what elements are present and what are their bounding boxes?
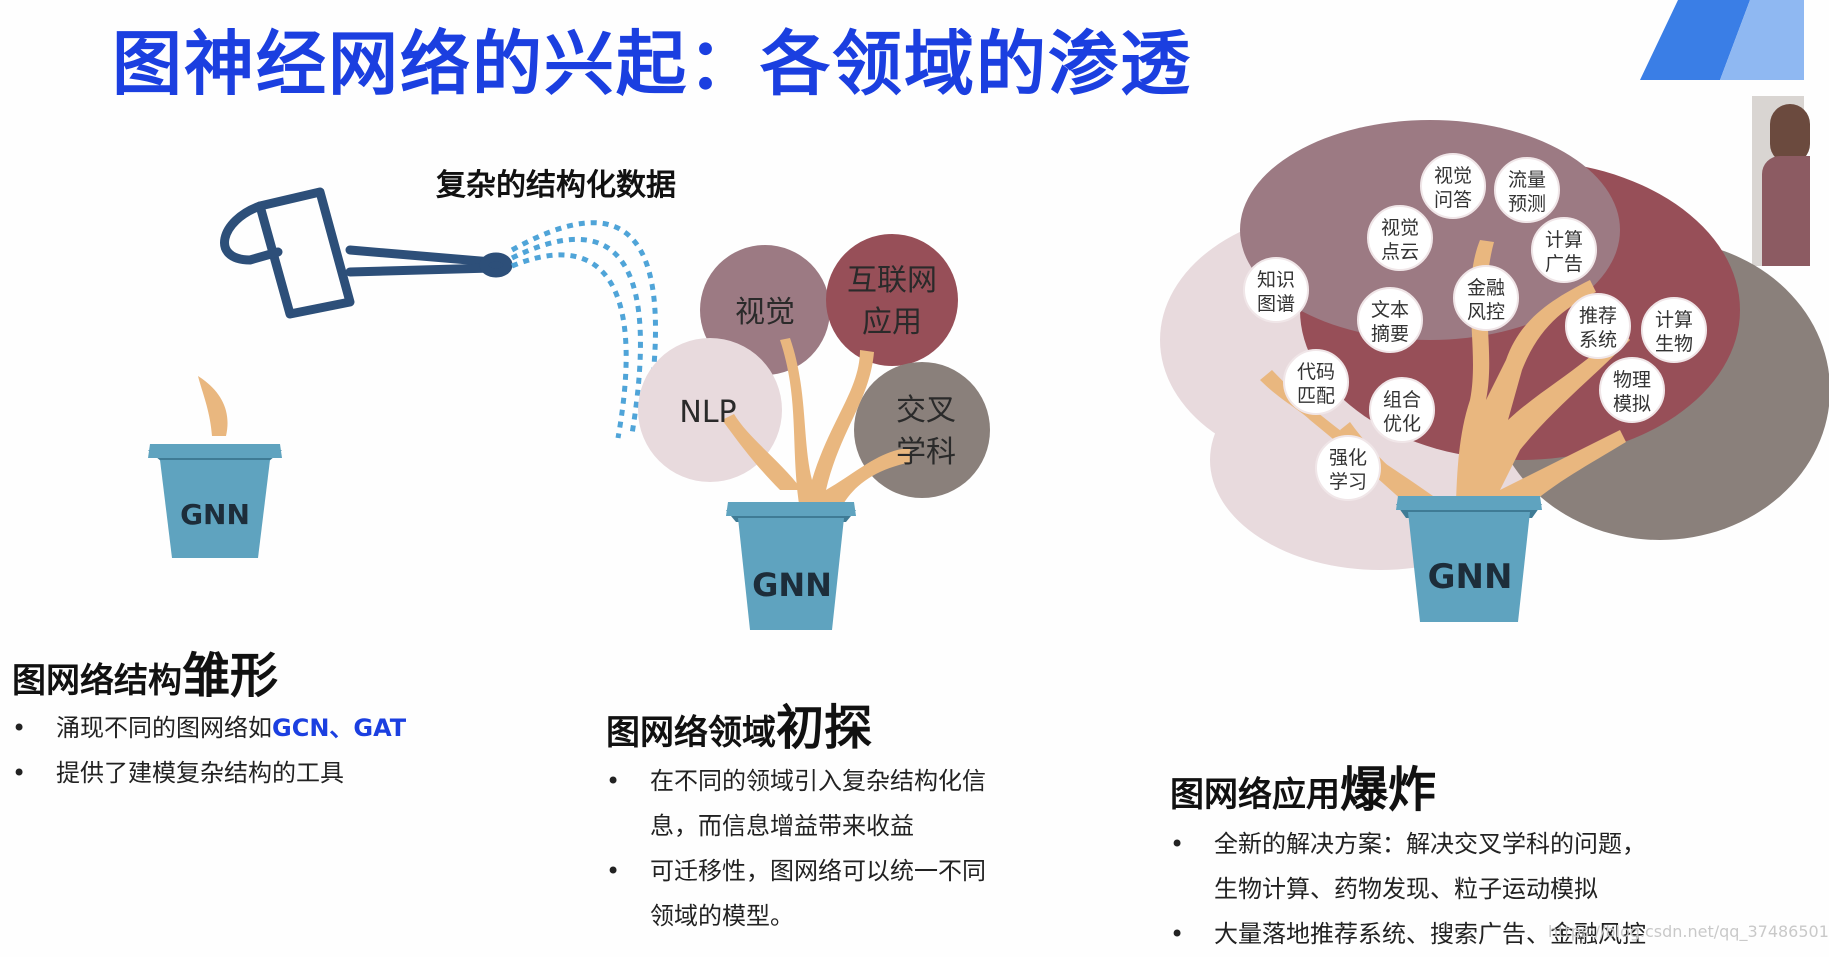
- big-tree-node-label: 物理: [1613, 369, 1651, 391]
- big-tree-node-label: 推荐: [1579, 305, 1617, 327]
- big-tree-node-label: 问答: [1434, 189, 1472, 211]
- medium-tree-cross-1: 交叉: [896, 393, 956, 428]
- big-tree-node-label: 广告: [1545, 253, 1583, 275]
- bullet-line-1: 可迁移性，图网络可以统一不同: [650, 857, 986, 885]
- medium-tree-cross-2: 学科: [896, 435, 956, 470]
- section-prototype-heading-big: 雏形: [182, 648, 279, 704]
- watering-can-icon: [220, 187, 513, 319]
- big-tree-node-label: 生物: [1655, 333, 1693, 355]
- bullet-line-2: 领域的模型。: [650, 902, 794, 930]
- big-tree-node-label: 学习: [1329, 471, 1367, 493]
- big-tree-node-label: 流量: [1508, 169, 1546, 191]
- list-item: 涌现不同的图网络如GCN、GAT: [12, 706, 406, 751]
- water-stream-icon: [510, 220, 659, 439]
- section-explore-heading-big: 初探: [776, 700, 873, 756]
- circle-internet: [826, 234, 958, 366]
- bullet-highlight: GCN、GAT: [272, 714, 407, 742]
- list-item: 提供了建模复杂结构的工具: [12, 751, 406, 796]
- big-tree-node-label: 模拟: [1613, 393, 1651, 415]
- bullet-line-1: 全新的解决方案：解决交叉学科的问题，: [1214, 830, 1646, 858]
- bullet-text: 提供了建模复杂结构的工具: [56, 759, 344, 787]
- big-tree-node-label: 预测: [1508, 193, 1546, 215]
- big-tree-node-label: 匹配: [1297, 385, 1335, 407]
- big-tree-node-label: 组合: [1383, 389, 1421, 411]
- big-tree-node-label: 计算: [1545, 229, 1583, 251]
- big-tree-node-label: 视觉: [1434, 165, 1472, 187]
- watering-can-illustration: [220, 187, 659, 439]
- big-tree-node: 推荐系统: [1565, 293, 1631, 359]
- big-tree-node-label: 计算: [1655, 309, 1693, 331]
- big-tree-node-label: 文本: [1371, 299, 1409, 321]
- section-explore-heading: 图网络领域初探: [606, 688, 872, 758]
- big-tree-node-label: 点云: [1381, 241, 1419, 263]
- sprout-pot-illustration: GNN: [148, 376, 282, 558]
- bullet-line-1: 大量落地推荐系统、搜索广告、金融风控: [1214, 920, 1646, 948]
- list-item: 全新的解决方案：解决交叉学科的问题， 生物计算、药物发现、粒子运动模拟: [1170, 822, 1646, 912]
- big-tree-node-label: 系统: [1579, 329, 1617, 351]
- big-tree-node-label: 知识: [1257, 269, 1295, 291]
- bullet-line-2: 息，而信息增益带来收益: [650, 812, 914, 840]
- corner-decoration: [1640, 0, 1804, 80]
- section-explosion-heading-small: 图网络应用: [1170, 775, 1340, 815]
- medium-tree-vision: 视觉: [735, 295, 795, 330]
- big-tree-node-label: 优化: [1383, 413, 1421, 435]
- medium-tree-internet-2: 应用: [862, 305, 922, 340]
- big-tree-pot-label: GNN: [1428, 557, 1513, 597]
- big-tree-node: 金融风控: [1453, 265, 1519, 331]
- big-tree-node-label: 风控: [1467, 301, 1505, 323]
- section-explosion-bullets: 全新的解决方案：解决交叉学科的问题， 生物计算、药物发现、粒子运动模拟 大量落地推…: [1170, 822, 1646, 957]
- medium-tree-pot-label: GNN: [752, 566, 832, 604]
- medium-tree-illustration: 视觉 NLP 交叉 学科 互联网 应用 GNN: [638, 234, 990, 630]
- medium-tree-internet-1: 互联网: [847, 263, 937, 298]
- medium-tree-nlp: NLP: [679, 395, 736, 430]
- big-tree-node-label: 金融: [1467, 277, 1505, 299]
- big-tree-node-label: 代码: [1297, 361, 1335, 383]
- bullet-line-1: 在不同的领域引入复杂结构化信: [650, 767, 986, 795]
- section-explosion-heading-big: 爆炸: [1340, 762, 1437, 818]
- section-explore-heading-small: 图网络领域: [606, 713, 776, 753]
- bullet-line-2: 生物计算、药物发现、粒子运动模拟: [1214, 875, 1598, 903]
- big-tree-node-label: 摘要: [1371, 323, 1409, 345]
- big-tree-node-label: 强化: [1329, 447, 1367, 469]
- slide-title: 图神经网络的兴起：各领域的渗透: [112, 23, 1192, 105]
- webcam-thumbnail: [1752, 96, 1810, 266]
- section-explosion-heading: 图网络应用爆炸: [1170, 750, 1436, 820]
- section-prototype-heading-small: 图网络结构: [12, 661, 182, 701]
- section-prototype-heading: 图网络结构雏形: [12, 636, 278, 706]
- big-tree-node-label: 视觉: [1381, 217, 1419, 239]
- list-item: 大量落地推荐系统、搜索广告、金融风控: [1170, 912, 1646, 957]
- circle-cross: [854, 362, 990, 498]
- section-prototype-bullets: 涌现不同的图网络如GCN、GAT 提供了建模复杂结构的工具: [12, 706, 406, 796]
- big-tree-illustration: GNN 视觉问答流量预测视觉点云计算广告知识图谱金融风控文本摘要推荐系统计算生物…: [1160, 120, 1829, 622]
- big-tree-node-label: 图谱: [1257, 293, 1295, 315]
- watermark: https://blog.csdn.net/qq_37486501: [1548, 922, 1829, 941]
- sprout-pot-label: GNN: [180, 498, 250, 531]
- bullet-text: 涌现不同的图网络如: [56, 714, 272, 742]
- structured-data-label: 复杂的结构化数据: [436, 168, 676, 203]
